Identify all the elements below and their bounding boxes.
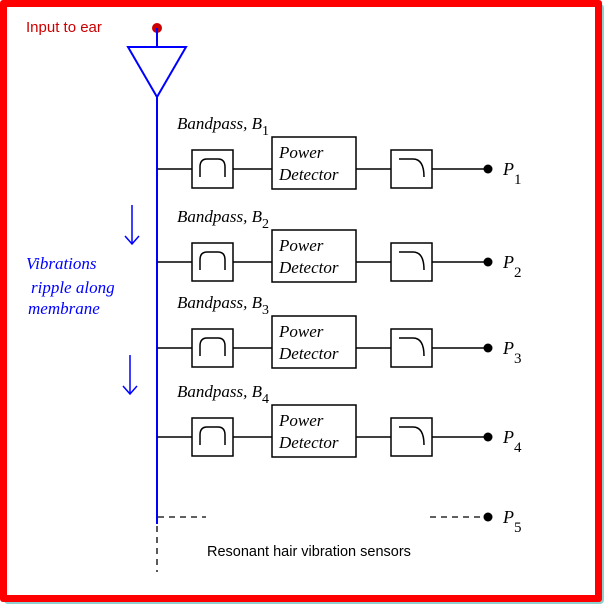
bandpass-curve-icon [199,337,226,356]
bandpass-filter-box [191,149,234,189]
annotation-line: ripple along [31,278,115,297]
bandpass-filter-box [191,417,234,457]
bandpass-filter-box [191,242,234,282]
lowpass-curve-icon [399,337,425,357]
ripple-annotation: Vibrations ripple along membrane [26,254,119,318]
bandpass-filter-box [191,328,234,368]
lowpass-curve-icon [399,158,425,178]
annotation-line: Vibrations [26,254,97,273]
input-label: Input to ear [26,19,102,36]
bandpass-curve-icon [199,426,226,445]
output-dot [483,257,493,267]
bandpass-label: Bandpass, B1 [177,114,269,139]
detector-label: Power [278,236,324,255]
detector-label: Power [278,143,324,162]
output-dot [483,343,493,353]
bandpass-label: Bandpass, B4 [177,382,269,407]
lowpass-curve-icon [399,251,425,271]
bandpass-label: Bandpass, B3 [177,293,269,318]
lowpass-curve-icon [399,426,425,446]
detector-label: Detector [278,433,339,452]
output-dot [483,512,493,522]
output-dot [483,432,493,442]
down-arrow-icon [122,355,138,396]
footer-label: Resonant hair vibration sensors [207,544,411,560]
detector-label: Power [278,322,324,341]
down-arrow-icon [124,205,140,246]
lowpass-filter-box [390,417,433,457]
lowpass-filter-box [390,242,433,282]
output-dot [483,164,493,174]
output-label-p5: P5 [502,507,522,536]
bandpass-label: Bandpass, B2 [177,207,269,232]
detector-label: Detector [278,165,339,184]
detector-label: Power [278,411,324,430]
ear-funnel-icon [126,46,188,99]
annotation-line: membrane [28,299,100,318]
detector-label: Detector [278,258,339,277]
bandpass-curve-icon [199,251,226,270]
output-label: P1 [502,159,522,188]
output-label: P4 [502,427,522,456]
output-label: P3 [502,338,522,367]
lowpass-filter-box [390,149,433,189]
lowpass-filter-box [390,328,433,368]
detector-label: Detector [278,344,339,363]
output-label: P2 [502,252,522,281]
bandpass-curve-icon [199,158,226,177]
